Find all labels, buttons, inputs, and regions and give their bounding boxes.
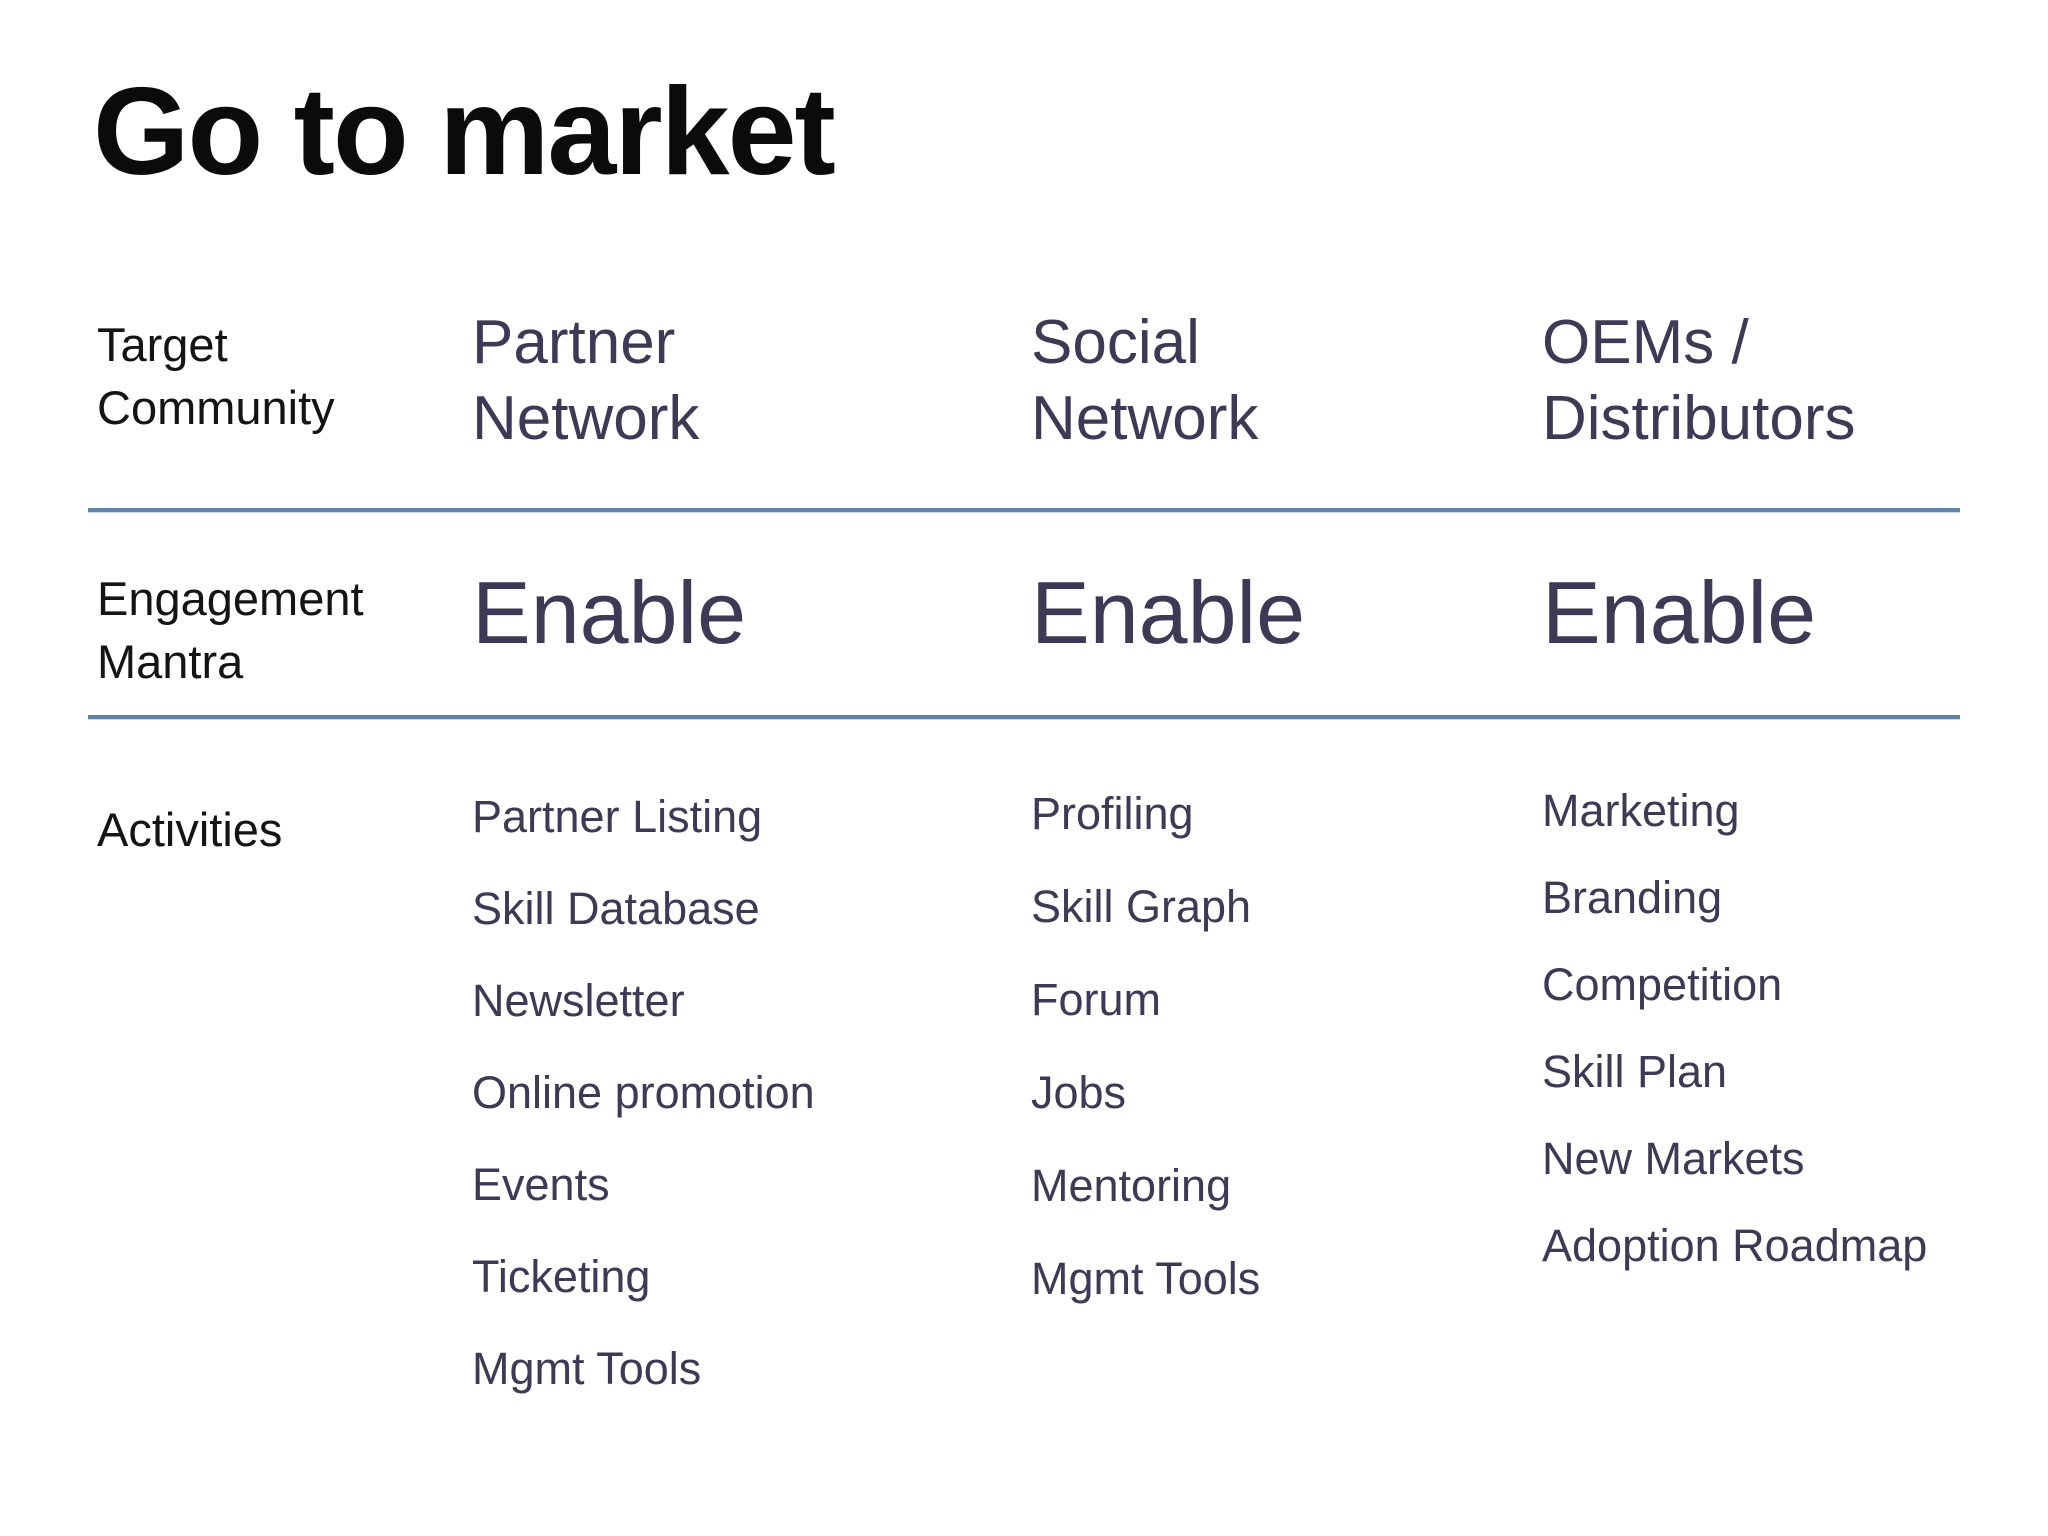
- activity-item: Online promotion: [472, 1067, 815, 1118]
- activity-item: Forum: [1031, 974, 1162, 1025]
- column-header-oems-distributors: OEMs / Distributors: [1542, 308, 1856, 453]
- column-header-partner-network: Partner Network: [472, 308, 700, 453]
- activity-item: Skill Graph: [1031, 881, 1252, 932]
- row-divider-bottom: [88, 715, 1960, 720]
- activity-item: Partner Listing: [472, 791, 763, 842]
- activity-item: New Markets: [1542, 1133, 1805, 1184]
- activity-item: Competition: [1542, 959, 1783, 1010]
- activity-item: Ticketing: [472, 1251, 651, 1302]
- activity-item: Newsletter: [472, 975, 685, 1026]
- activity-item: Mgmt Tools: [472, 1343, 702, 1394]
- activity-item: Mgmt Tools: [1031, 1253, 1261, 1304]
- row-label-target-community: Target Community: [97, 318, 335, 434]
- activity-item: Marketing: [1542, 785, 1740, 836]
- activity-item: Mentoring: [1031, 1160, 1232, 1211]
- mantra-social-network: Enable: [1031, 563, 1306, 662]
- slide-title: Go to market: [93, 63, 836, 201]
- activity-item: Skill Database: [472, 883, 760, 934]
- activities-column-social-network: Profiling Skill Graph Forum Jobs Mentori…: [1031, 785, 1260, 1308]
- activity-item: Skill Plan: [1542, 1046, 1728, 1097]
- activity-item: Events: [472, 1159, 610, 1210]
- row-label-engagement-mantra: Engagement Mantra: [97, 572, 364, 688]
- mantra-oems-distributors: Enable: [1542, 563, 1817, 662]
- activities-column-oems-distributors: Marketing Branding Competition Skill Pla…: [1542, 782, 1927, 1275]
- mantra-partner-network: Enable: [472, 563, 747, 662]
- activity-item: Branding: [1542, 872, 1723, 923]
- activity-item: Profiling: [1031, 788, 1194, 839]
- row-divider-top: [88, 508, 1960, 513]
- activities-column-partner-network: Partner Listing Skill Database Newslette…: [472, 788, 815, 1398]
- activity-item: Jobs: [1031, 1067, 1127, 1118]
- row-label-activities: Activities: [97, 803, 283, 856]
- activity-item: Adoption Roadmap: [1542, 1220, 1928, 1271]
- column-header-social-network: Social Network: [1031, 308, 1259, 453]
